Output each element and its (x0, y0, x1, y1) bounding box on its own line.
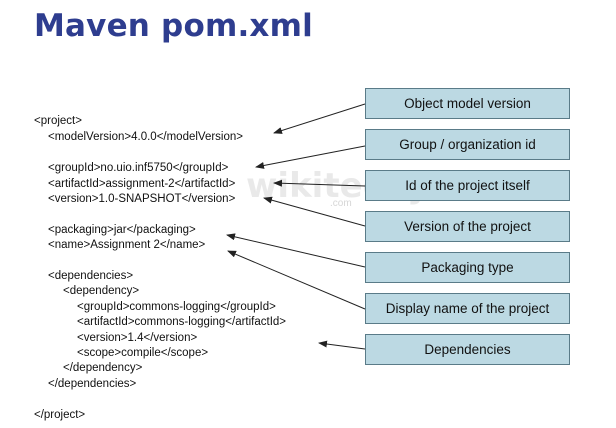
arrow-packaging-type (226, 233, 366, 268)
label-group-organization-id: Group / organization id (365, 129, 570, 160)
arrow-dependencies (318, 340, 366, 350)
xml-line-project-open: <project> (34, 115, 82, 127)
xml-line-dependencies-open: <dependencies> (48, 270, 134, 282)
xml-line-dep-version: <version>1.4</version> (77, 332, 198, 344)
xml-line-dep-group-id: <groupId>commons-logging</groupId> (77, 301, 276, 313)
xml-line-project-close: </project> (34, 409, 86, 421)
label-project-version: Version of the project (365, 211, 570, 242)
arrow-display-name (227, 250, 366, 310)
arrow-project-version (263, 196, 366, 227)
watermark-domain: .com (330, 198, 352, 209)
arrow-group-organization-id (255, 145, 366, 169)
label-dependencies: Dependencies (365, 334, 570, 365)
label-project-id: Id of the project itself (365, 170, 570, 201)
xml-line-dependency-close: </dependency> (63, 362, 143, 374)
xml-line-model-version: <modelVersion>4.0.0</modelVersion> (48, 131, 243, 143)
arrow-project-id (273, 179, 366, 187)
xml-line-name: <name>Assignment 2</name> (48, 239, 206, 251)
xml-line-dependencies-close: </dependencies> (48, 378, 137, 390)
xml-line-dep-artifact-id: <artifactId>commons-logging</artifactId> (77, 316, 287, 328)
xml-line-artifact-id: <artifactId>assignment-2</artifactId> (48, 178, 236, 190)
label-object-model-version: Object model version (365, 88, 570, 119)
arrow-object-model-version (273, 103, 366, 134)
label-packaging-type: Packaging type (365, 252, 570, 283)
xml-line-dep-scope: <scope>compile</scope> (77, 347, 209, 359)
label-display-name: Display name of the project (365, 293, 570, 324)
page-title: Maven pom.xml (34, 8, 313, 44)
xml-line-dependency-open: <dependency> (63, 285, 140, 297)
xml-line-version: <version>1.0-SNAPSHOT</version> (48, 193, 236, 205)
xml-line-packaging: <packaging>jar</packaging> (48, 224, 196, 236)
xml-line-group-id: <groupId>no.uio.inf5750</groupId> (48, 162, 229, 174)
